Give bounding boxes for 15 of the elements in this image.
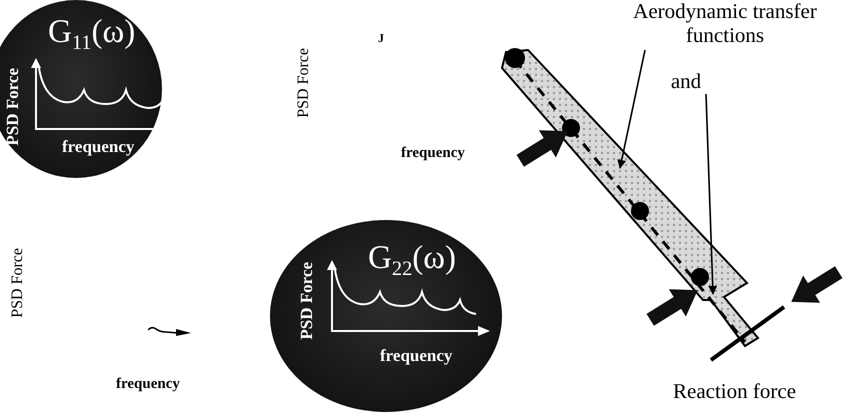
text-label: frequency	[401, 146, 465, 161]
text-label: frequency	[116, 377, 180, 392]
text-label: Reaction force	[673, 381, 796, 402]
function-title: G$_{11}$(ω)	[48, 16, 136, 54]
annotation-text: and	[660, 70, 712, 94]
leader-line	[705, 94, 718, 295]
axis-label: frequency	[380, 347, 452, 364]
annotation-text: Aerodynamic transfer functions	[618, 0, 832, 48]
leader-line	[617, 50, 646, 169]
axis-label: PSD Force	[298, 262, 315, 340]
axis-label: PSD Force	[4, 68, 21, 146]
text-label: PSD Force	[296, 48, 312, 118]
text-label: J	[378, 32, 384, 44]
text-label: PSD Force	[10, 248, 26, 318]
axis-label: frequency	[62, 138, 134, 155]
